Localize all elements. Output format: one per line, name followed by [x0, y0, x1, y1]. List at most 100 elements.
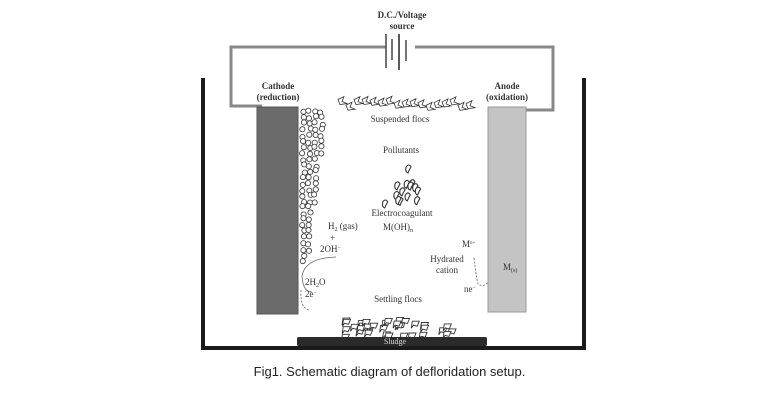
- power-source-label-line2: source: [390, 21, 415, 31]
- bubble: [306, 120, 313, 127]
- settling-floc: [383, 318, 393, 326]
- hydroxide-label: 2OH−: [320, 244, 342, 254]
- dc-source-symbol: [385, 34, 407, 70]
- bubble: [306, 156, 313, 163]
- bubble: [299, 181, 306, 188]
- bubble: [305, 216, 312, 223]
- anode-electrode: [487, 106, 527, 313]
- bubble: [300, 215, 307, 222]
- floc: [377, 97, 389, 107]
- bubble: [312, 180, 319, 187]
- bubble: [300, 138, 307, 145]
- bubble: [306, 131, 313, 138]
- pollutant: [404, 192, 411, 202]
- floc: [409, 97, 421, 108]
- bubble: [299, 193, 306, 200]
- metal-ion-label: Mn+: [462, 239, 476, 249]
- bubble: [299, 150, 306, 157]
- settling-floc: [341, 326, 351, 334]
- anode-label: Anode: [494, 81, 519, 91]
- bubble: [299, 174, 306, 181]
- settling-floc: [342, 318, 352, 327]
- bubble: [299, 126, 306, 133]
- bubble: [305, 203, 312, 210]
- bubble: [299, 258, 306, 265]
- bubble: [304, 241, 311, 248]
- bubble: [318, 137, 325, 144]
- cathode-sublabel: (reduction): [257, 92, 300, 102]
- electrocoagulant-formula: M(OH)n: [383, 222, 413, 234]
- bubble: [306, 233, 313, 240]
- settling-floc: [442, 323, 452, 332]
- bubble: [299, 203, 306, 210]
- cathode-electrode: [256, 106, 299, 315]
- pollutant: [407, 181, 414, 191]
- floc: [393, 99, 405, 109]
- floc: [337, 95, 349, 105]
- floc: [385, 95, 397, 105]
- bubble: [304, 180, 311, 187]
- bubble: [312, 113, 319, 120]
- bubble: [318, 113, 325, 120]
- bubble: [300, 144, 307, 151]
- floc: [417, 98, 429, 109]
- bubble: [307, 168, 314, 175]
- floc: [449, 96, 461, 106]
- pollutant: [414, 186, 422, 196]
- floc: [465, 99, 477, 110]
- bubble: [313, 175, 320, 182]
- bubble: [312, 131, 319, 138]
- hydrogen-bubbles: [299, 107, 326, 265]
- sludge-layer: [297, 337, 487, 346]
- bubble: [300, 114, 307, 121]
- bubble: [299, 187, 306, 194]
- bubble: [311, 191, 318, 198]
- pollutant: [394, 181, 401, 191]
- pollutant: [381, 199, 389, 209]
- bubble: [305, 221, 312, 228]
- bubble: [300, 108, 307, 115]
- bubble: [305, 139, 312, 146]
- figure-caption: Fig1. Schematic diagram of defloridation…: [253, 364, 526, 379]
- bubble: [300, 247, 307, 254]
- pollutant: [395, 195, 402, 206]
- anode-sublabel: (oxidation): [486, 92, 528, 102]
- plus-sign: +: [330, 233, 335, 243]
- settling-flocs-label: Settling flocs: [374, 294, 422, 304]
- bubble: [311, 119, 318, 126]
- settling-floc: [364, 329, 374, 338]
- floc: [369, 96, 381, 106]
- cation-label: cation: [436, 265, 458, 275]
- bubble: [305, 174, 312, 181]
- settling-floc: [420, 324, 430, 333]
- settling-floc: [392, 320, 402, 329]
- bubble: [305, 247, 312, 254]
- sludge-label: Sludge: [384, 337, 407, 346]
- bubble: [306, 150, 313, 157]
- pollutant: [414, 196, 421, 206]
- floc: [345, 101, 357, 111]
- floc: [353, 95, 365, 106]
- bubble: [305, 226, 312, 233]
- bubble: [311, 143, 318, 150]
- h2-gas-label: H2 (gas): [328, 221, 358, 233]
- bubble: [301, 252, 308, 259]
- pollutant-shapes: [381, 164, 422, 209]
- pollutants-label: Pollutants: [383, 145, 420, 155]
- bubble: [305, 107, 312, 114]
- floc: [361, 95, 373, 105]
- water-label: 2H2O: [305, 277, 326, 289]
- bubble: [318, 125, 325, 132]
- suspended-flocs-label: Suspended flocs: [371, 114, 430, 124]
- settling-floc: [369, 322, 379, 331]
- bubble: [305, 163, 312, 170]
- bubble: [300, 119, 307, 126]
- floc: [425, 101, 437, 111]
- pollutant: [399, 187, 406, 197]
- suspended-flocs-shapes: [337, 95, 477, 111]
- power-source-label-line1: D.C./Voltage: [378, 10, 427, 20]
- bubble: [312, 126, 319, 133]
- floc: [401, 98, 413, 108]
- circuit-wire: [229, 45, 555, 112]
